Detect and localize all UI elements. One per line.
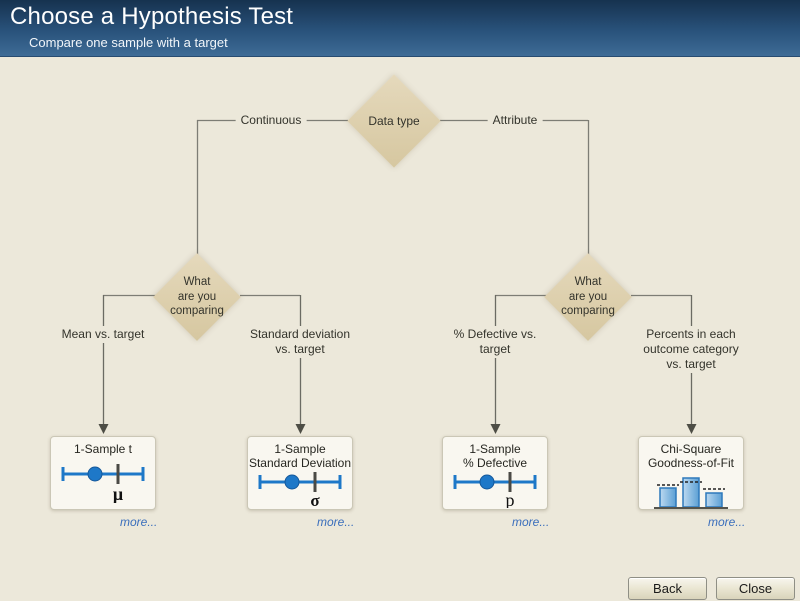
decision-node-comparing-left: What are you comparing (147, 247, 247, 347)
interval-dot-plot-icon: p (443, 471, 547, 509)
decision-node-label: Data type (368, 113, 420, 128)
more-link-1-sample-stdev[interactable]: more... (317, 515, 355, 529)
more-link-1-sample-t[interactable]: more... (120, 515, 158, 529)
bar-chart-icon (639, 471, 743, 511)
interval-dot-plot-icon: σ (248, 471, 352, 509)
decision-node-label: What are you comparing (561, 276, 615, 318)
more-link-1-sample-percent-defective[interactable]: more... (512, 515, 550, 529)
svg-text:p: p (506, 490, 515, 508)
test-card-1-sample-t[interactable]: 1-Sample t μ (50, 436, 156, 510)
svg-text:μ: μ (113, 484, 123, 503)
close-button[interactable]: Close (716, 577, 795, 600)
test-card-title: Chi-Square Goodness-of-Fit (647, 442, 735, 471)
page-subtitle: Compare one sample with a target (29, 35, 228, 50)
test-card-title: 1-Sample Standard Deviation (248, 442, 352, 471)
branch-label-defective-vs-target: % Defective vs. target (448, 326, 542, 358)
svg-text:σ: σ (310, 491, 320, 508)
branch-label-percents-vs-target: Percents in each outcome category vs. ta… (638, 326, 744, 373)
branch-label-continuous: Continuous (235, 112, 307, 129)
branch-label-stdev-vs-target: Standard deviation vs. target (244, 326, 356, 358)
test-card-1-sample-stdev[interactable]: 1-Sample Standard Deviation σ (247, 436, 353, 510)
test-card-title: 1-Sample % Defective (462, 442, 528, 471)
back-button[interactable]: Back (628, 577, 707, 600)
page-title: Choose a Hypothesis Test (10, 3, 294, 30)
branch-label-mean-vs-target: Mean vs. target (56, 326, 150, 343)
test-card-title: 1-Sample t (73, 442, 133, 456)
arrowheads (98, 424, 697, 434)
test-card-chi-square-gof[interactable]: Chi-Square Goodness-of-Fit (638, 436, 744, 510)
test-card-1-sample-percent-defective[interactable]: 1-Sample % Defective p (442, 436, 548, 510)
branch-label-attribute: Attribute (487, 112, 543, 129)
decision-node-comparing-right: What are you comparing (538, 247, 638, 347)
dialog-header: Choose a Hypothesis Test Compare one sam… (0, 0, 800, 57)
decision-node-data-type: Data type (344, 71, 444, 171)
decision-node-label: What are you comparing (170, 276, 224, 318)
more-link-chi-square-gof[interactable]: more... (708, 515, 746, 529)
interval-dot-plot-icon: μ (51, 456, 155, 509)
